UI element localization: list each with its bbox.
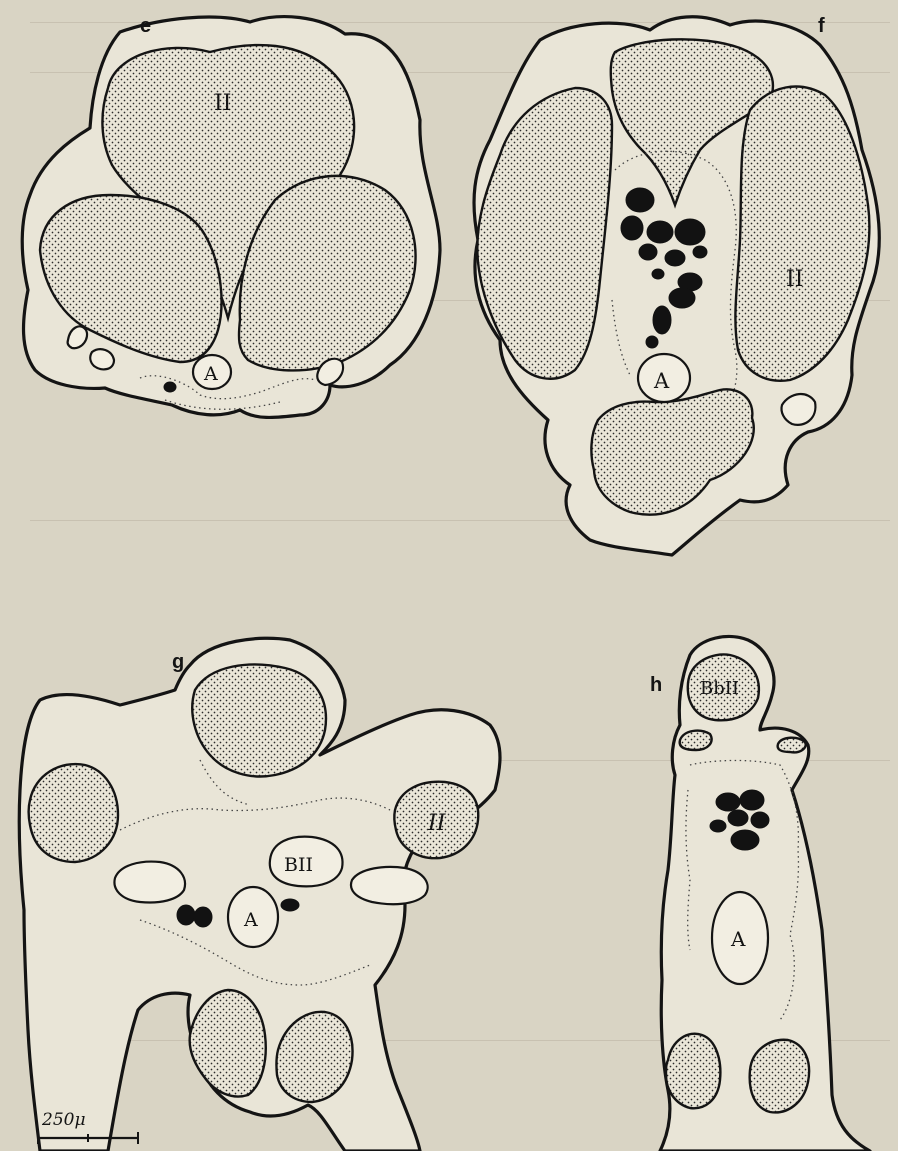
panel-g-lumen-left (114, 862, 185, 903)
panel-h-ventral-lobe-left (666, 1034, 720, 1109)
panel-h-pigment-granule (716, 793, 740, 811)
panel-h-pigment-granule (728, 810, 748, 826)
panel-f-pigment-granule (647, 221, 673, 243)
panel-e-pigment-granule (164, 382, 176, 392)
panel-f-pigment-granule (621, 216, 643, 240)
panel-f: f II A (474, 15, 879, 555)
panel-f-small-lumen (781, 394, 815, 425)
panel-g-vessel-a-label: A (243, 909, 258, 931)
panel-g-lobe-label: II (427, 811, 447, 836)
panel-e-vessel-label: A (203, 363, 218, 385)
panel-e-lobe-label: II (214, 91, 231, 116)
panel-h-ventral-lobe-right (750, 1040, 809, 1113)
panel-f-pigment-granule (653, 306, 671, 334)
panel-g-left-lobe (29, 764, 119, 862)
panel-h-vessel-label: A (730, 927, 746, 951)
panel-f-pigment-granule (626, 188, 654, 212)
panel-g-vessel-bii-label: BII (284, 854, 313, 876)
panel-g-label: g (172, 651, 184, 673)
panel-h-label: h (650, 674, 662, 696)
scale-bar-label: 250μ (41, 1110, 86, 1130)
panel-f-label: f (818, 15, 825, 37)
panel-h-small-cord (778, 738, 806, 753)
panel-e-label: e (140, 15, 151, 37)
panel-f-pigment-granule (652, 269, 664, 279)
panel-h-small-cord (680, 731, 712, 750)
panel-g-lumen-right (351, 867, 428, 904)
panel-g: g II BII A (19, 638, 500, 1151)
panel-f-pigment-granule (675, 219, 705, 245)
panel-f-vessel-label: A (653, 369, 670, 393)
panel-h-pigment-granule (751, 812, 769, 828)
panel-f-pigment-granule (646, 336, 658, 348)
panel-f-pigment-granule (669, 288, 695, 308)
panel-g-pigment-granule (177, 905, 195, 925)
panel-h-pigment-granule (740, 790, 764, 810)
panel-f-pigment-granule (665, 250, 685, 266)
panel-f-pigment-granule (639, 244, 657, 260)
panel-g-pigment-granule (194, 907, 212, 927)
panel-h-pigment-granule (710, 820, 726, 832)
panel-g-ventral-lobe-left (190, 990, 266, 1096)
panel-h-lobe-label: BbII (700, 678, 739, 699)
panel-g-pigment-granule (281, 899, 299, 911)
panel-f-pigment-granule (693, 246, 707, 258)
panel-f-lobe-label: II (786, 267, 803, 292)
panel-e-small-lumen (90, 349, 114, 369)
panel-e: e II A (22, 15, 440, 417)
panel-h-pigment-granule (731, 830, 759, 850)
panel-h: h BbII A (650, 636, 870, 1151)
